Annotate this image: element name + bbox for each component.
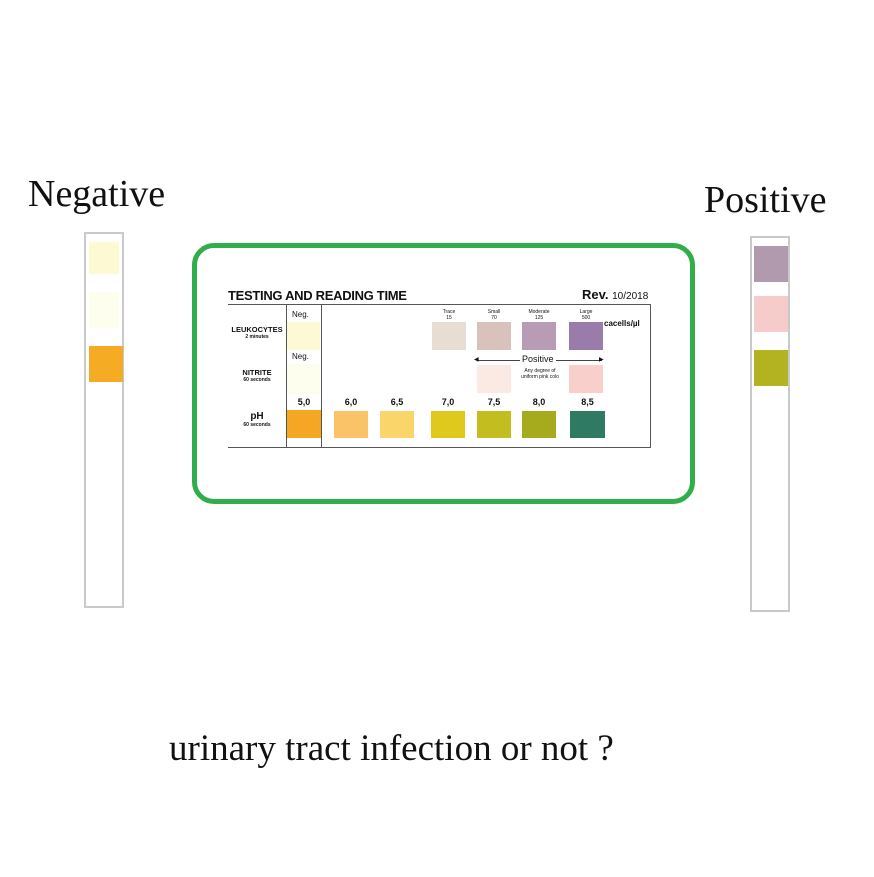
ph-swatch	[477, 411, 511, 438]
revision-label: Rev.	[582, 287, 609, 302]
leukocytes-large-swatch	[569, 322, 603, 350]
chart-revision: Rev. 10/2018	[582, 287, 648, 302]
ph-value-label: 7,5	[487, 397, 501, 407]
positive-strip-pad-2	[754, 296, 788, 332]
ph-value-label: 6,5	[390, 397, 404, 407]
ph-value-label: 8,0	[532, 397, 546, 407]
ph-label: pH 60 seconds	[243, 411, 271, 428]
leukocytes-neg-swatch	[287, 322, 320, 350]
revision-date: 10/2018	[612, 291, 649, 302]
negative-strip-pad-1	[89, 242, 119, 274]
chart-title: TESTING AND READING TIME	[228, 288, 407, 303]
table-bottom-rule	[228, 447, 650, 448]
nitrite-neg-label: Neg.	[292, 352, 309, 361]
arrow-left-icon: ◀	[474, 357, 479, 363]
question-text: urinary tract infection or not ?	[169, 728, 614, 769]
nitrite-light-pink-swatch	[477, 365, 511, 393]
negative-strip-pad-3	[89, 346, 123, 382]
ph-swatch	[380, 411, 414, 438]
ph-swatch	[522, 411, 556, 438]
leukocytes-small-swatch	[477, 322, 511, 350]
positive-test-strip	[750, 236, 790, 612]
ph-value-label: 6,0	[344, 397, 358, 407]
leukocytes-moderate-swatch	[522, 322, 556, 350]
ph-value-label: 7,0	[441, 397, 455, 407]
ph-swatch	[334, 411, 368, 438]
ph-swatch	[287, 410, 321, 438]
table-top-rule	[228, 304, 650, 305]
reading-chart-frame	[192, 243, 695, 504]
leukocytes-label: LEUKOCYTES 2 minutes	[231, 325, 283, 340]
nitrite-pink-swatch	[569, 365, 603, 393]
table-col-rule-1	[286, 304, 287, 448]
positive-label: Positive	[704, 179, 827, 221]
table-col-rule-2	[321, 304, 322, 448]
ph-value-label: 8,5	[581, 397, 594, 407]
nitrite-neg-swatch	[287, 364, 320, 394]
positive-strip-pad-3	[754, 350, 788, 386]
nitrite-positive-label: Positive	[520, 354, 556, 364]
negative-label: Negative	[28, 173, 166, 215]
nitrite-label: NITRITE 60 seconds	[242, 368, 272, 383]
negative-test-strip	[84, 232, 124, 608]
leukocytes-trace-swatch	[432, 322, 466, 350]
positive-strip-pad-1	[754, 246, 788, 282]
ph-value-label: 5,0	[297, 397, 311, 407]
leukocytes-unit: cacells/µl	[604, 319, 640, 328]
arrow-right-icon: ▶	[599, 357, 604, 363]
negative-strip-pad-2	[89, 292, 119, 328]
ph-swatch	[570, 411, 605, 438]
leukocytes-neg-label: Neg.	[292, 310, 309, 319]
ph-swatch	[431, 411, 465, 438]
table-right-rule	[650, 304, 651, 448]
